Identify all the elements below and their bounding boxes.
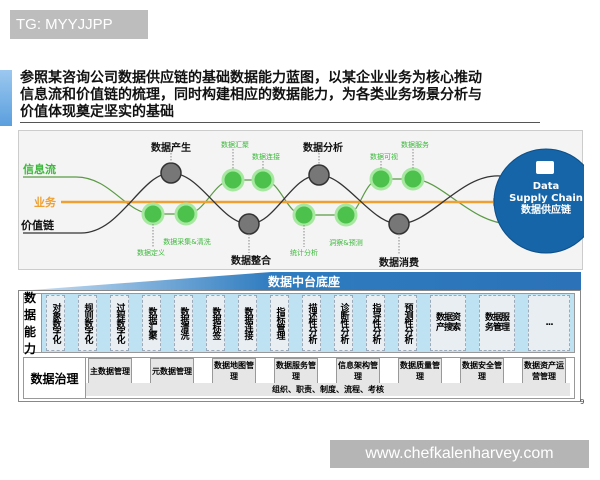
step-gather: 数据汇聚: [221, 140, 249, 149]
service-node: [401, 167, 425, 191]
data-connect-node: [251, 168, 275, 192]
page-title: 参照某咨询公司数据供应链的基础数据能力蓝图，以某企业业务为核心推动 信息流和价值…: [20, 70, 540, 123]
capability-cell: 指导性分析: [366, 295, 385, 351]
capability-cell: 数据服务管理: [479, 295, 515, 351]
capability-cell: 指标管理: [270, 295, 289, 351]
stage-analyze: 数据分析: [303, 141, 343, 154]
info-flow-label: 信息流: [23, 162, 56, 176]
base-banner: 数据中台底座: [18, 272, 581, 291]
governance-label: 数据治理: [24, 358, 86, 398]
supply-chain-diagram: Data Supply Chain 数据供应链 信息流 业务 价值链 数据产生 …: [18, 130, 599, 270]
capability-cell: 过程数字化: [110, 295, 129, 351]
governance-bar: 组织、职责、制度、流程、考核: [86, 383, 570, 396]
watermark: www.chefkalenharvey.com: [330, 440, 589, 468]
integrate-node: [238, 213, 260, 235]
step-connect: 数据连接: [252, 152, 280, 161]
page-number: 9: [580, 398, 585, 406]
capability-cell: ...: [528, 295, 570, 351]
stage-generate: 数据产生: [151, 141, 191, 154]
capability-cell: 预测性分析: [398, 295, 417, 351]
banner-title: 数据中台底座: [268, 275, 341, 289]
title-line: 信息流和价值链的梳理，同时构建相应的数据能力，为各类业务场景分析与: [20, 87, 482, 103]
consume-node: [388, 213, 410, 235]
capability-cell: 描述性分析: [302, 295, 321, 351]
governance-cell: 元数据管理: [150, 358, 194, 384]
capability-cell: 数据汇聚: [142, 295, 161, 351]
step-collect: 数据采集&清洗: [163, 237, 210, 246]
data-gather-node: [221, 168, 245, 192]
capability-cell: 规则数字化: [78, 295, 97, 351]
governance-row: 数据治理 主数据管理 元数据管理 数据地图管理 数据服务管理 信息架构管理 数据…: [23, 357, 575, 399]
capability-cell: 对象数字化: [46, 295, 65, 351]
tag-label: TG: MYYJJPP: [10, 10, 148, 39]
hub-text-1: Data: [533, 181, 560, 192]
capability-label: 数据能力: [24, 291, 42, 356]
hand-touch-icon: [536, 161, 554, 174]
data-collect-node: [174, 202, 198, 226]
insight-node: [334, 203, 358, 227]
governance-cell: 数据服务管理: [274, 358, 318, 384]
step-insight: 洞察&预测: [329, 238, 362, 247]
governance-cell: 数据质量管理: [398, 358, 442, 384]
capability-row: 数据能力 对象数字化 规则数字化 过程数字化 数据汇聚 数据清洗 数据标签 数据…: [23, 291, 575, 356]
hub-text-2: Supply Chain: [509, 193, 583, 204]
data-define-node: [141, 202, 165, 226]
info-flow-curve: [23, 176, 512, 225]
capability-cell: 数据清洗: [174, 295, 193, 351]
title-line: 参照某咨询公司数据供应链的基础数据能力蓝图，以某企业业务为核心推动: [20, 70, 482, 86]
governance-cell: 主数据管理: [88, 358, 132, 384]
governance-cell: 数据资产运营管理: [522, 358, 566, 384]
step-visual: 数据可视: [370, 152, 398, 161]
capability-cell: 数据资产搜索: [430, 295, 466, 351]
capability-cell: 数据连接: [238, 295, 257, 351]
title-accent-bar: [0, 70, 12, 126]
business-label: 业务: [34, 195, 57, 209]
governance-cell: 数据安全管理: [460, 358, 504, 384]
generate-node: [160, 162, 182, 184]
governance-cell: 信息架构管理: [336, 358, 380, 384]
step-stats: 统计分析: [290, 248, 318, 257]
visual-node: [369, 167, 393, 191]
capability-cell: 数据标签: [206, 295, 225, 351]
stage-integrate: 数据整合: [231, 254, 272, 267]
data-platform-base: 数据能力 对象数字化 规则数字化 过程数字化 数据汇聚 数据清洗 数据标签 数据…: [18, 290, 581, 402]
step-service: 数据服务: [401, 140, 429, 149]
capability-cell: 诊断性分析: [334, 295, 353, 351]
stage-consume: 数据消费: [379, 256, 419, 269]
analyze-node: [308, 164, 330, 186]
value-chain-label: 价值链: [21, 218, 55, 232]
step-define: 数据定义: [137, 248, 165, 257]
value-chain-curve: [23, 172, 502, 234]
governance-cell: 数据地图管理: [212, 358, 256, 384]
stats-node: [292, 203, 316, 227]
hub-text-3: 数据供应链: [521, 203, 572, 216]
title-line: 价值体现奠定坚实的基础: [20, 104, 174, 120]
